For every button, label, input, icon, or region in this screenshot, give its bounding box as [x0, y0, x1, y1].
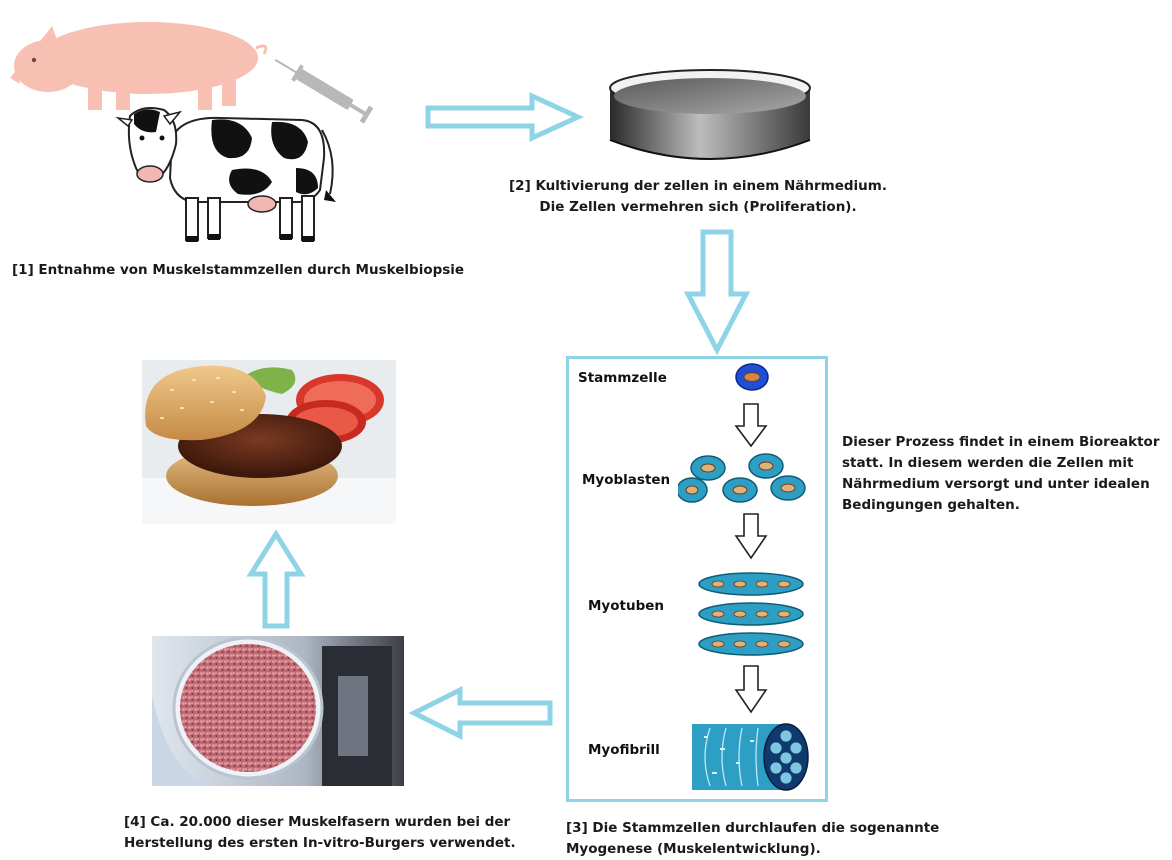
stage-myotuben-label: Myotuben: [588, 598, 665, 614]
step2-line1: [2] Kultivierung der zellen in einem Näh…: [509, 178, 887, 194]
step3-caption: [3] Die Stammzellen durchlaufen die soge…: [566, 818, 939, 860]
step2-caption: [2] Kultivierung der zellen in einem Näh…: [498, 176, 898, 218]
cow-icon: [115, 107, 336, 242]
small-arrow-down-1-icon: [734, 403, 768, 448]
burger-photo: [142, 360, 396, 524]
bioreactor-note: Dieser Prozess findet in einem Bioreakto…: [842, 432, 1159, 516]
syringe-icon: [274, 58, 374, 124]
myoblasts-icon: [678, 453, 806, 503]
bioreactor-process-box: [566, 356, 828, 802]
step4-caption: [4] Ca. 20.000 dieser Muskelfasern wurde…: [124, 812, 516, 854]
step3-line1: [3] Die Stammzellen durchlaufen die soge…: [566, 820, 940, 836]
arrow-down-1-icon: [683, 229, 751, 356]
arrow-left-icon: [408, 686, 553, 740]
pig-icon: [10, 22, 268, 110]
step2-line2: Die Zellen vermehren sich (Proliferation…: [539, 199, 857, 215]
myotubes-icon: [698, 572, 804, 656]
arrow-up-icon: [246, 530, 306, 629]
stage-myoblasten-label: Myoblasten: [582, 472, 671, 488]
bioreactor-note-line4: Bedingungen gehalten.: [842, 497, 1020, 513]
small-arrow-down-3-icon: [734, 665, 768, 714]
bioreactor-note-line2: statt. In diesem werden die Zellen mit: [842, 455, 1134, 471]
step4-line1: [4] Ca. 20.000 dieser Muskelfasern wurde…: [124, 814, 511, 830]
arrow-right-1-icon: [425, 92, 584, 142]
stem-cell-icon: [735, 363, 769, 391]
minced-meat-photo: [152, 636, 404, 786]
stage-myofibrill-label: Myofibrill: [588, 742, 660, 758]
step1-caption: [1] Entnahme von Muskelstammzellen durch…: [12, 262, 465, 278]
myofibril-icon: [692, 723, 809, 791]
stage-stammzelle-label: Stammzelle: [578, 370, 667, 386]
small-arrow-down-2-icon: [734, 513, 768, 560]
step3-line2: Myogenese (Muskelentwicklung).: [566, 841, 821, 857]
petri-dish-icon: [609, 69, 811, 160]
bioreactor-note-line3: Nährmedium versorgt und unter idealen: [842, 476, 1150, 492]
step4-line2: Herstellung des ersten In-vitro-Burgers …: [124, 835, 516, 851]
bioreactor-note-line1: Dieser Prozess findet in einem Bioreakto…: [842, 434, 1160, 450]
